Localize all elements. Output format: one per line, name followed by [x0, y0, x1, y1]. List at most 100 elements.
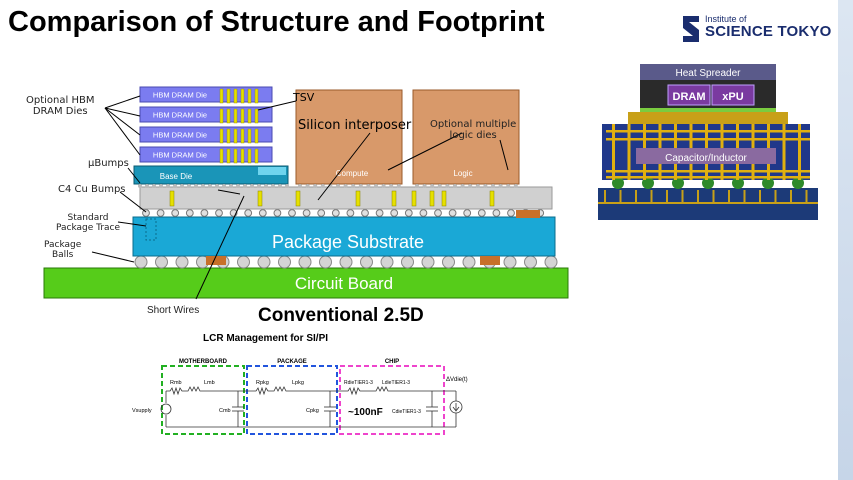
vdie-label: ΔVdie(t) [446, 377, 468, 383]
micro-bump [358, 184, 363, 188]
board-trace [805, 190, 808, 202]
rmb-label: Rmb [170, 380, 182, 386]
micro-bump [422, 184, 427, 188]
ldie-label: LdieTIER1-3 [382, 380, 410, 386]
package-label: PACKAGE [277, 359, 307, 365]
hbm-dram-die-label: HBM DRAM Die [153, 151, 207, 160]
package-ball [503, 255, 517, 269]
hbm-tsv [219, 148, 224, 164]
hbm-tsv [254, 88, 259, 104]
c4-bump [244, 209, 253, 217]
micro-bump [166, 184, 170, 188]
c4-bump [434, 209, 442, 217]
capacitor-inductor-block [636, 148, 776, 164]
package-ball [257, 255, 271, 269]
logic-die-label: Logic [453, 169, 472, 178]
c4-bump [492, 209, 501, 217]
cmb-label: Cmb [219, 408, 231, 414]
base-die-phy [258, 167, 286, 175]
cdie-label: CdieTIER1-3 [392, 409, 421, 415]
slide-edge-bar [838, 0, 853, 480]
logo-line1: Institute of [705, 14, 747, 24]
hbm-dram-die-label: HBM DRAM Die [153, 131, 207, 140]
interposer-tsv [489, 190, 495, 207]
arrow-short-wires-2 [217, 189, 241, 195]
package-ball [401, 255, 414, 269]
ubumps-callout: µBumps [88, 158, 129, 169]
board-trace [759, 190, 761, 202]
interposer-tsv [441, 190, 447, 207]
hbm-tsv [247, 108, 252, 124]
capacitor-inductor-label: Capacitor/Inductor [665, 153, 747, 164]
micro-bump [250, 184, 254, 188]
c4-bump [477, 209, 486, 217]
lcr-title: LCR Management for SI/PI [203, 333, 329, 344]
micro-bump [313, 184, 318, 188]
arrow-logic-1 [387, 132, 463, 171]
package-ball [544, 255, 558, 269]
stacked-package-diagram: Capacitor/Inductor Heat Spreader DRAM xP… [598, 64, 818, 220]
dram-die [667, 84, 711, 106]
chip-label: CHIP [385, 359, 399, 365]
hbm-tsv [254, 108, 259, 124]
arrow-hbm-1 [104, 95, 141, 109]
top-rail [166, 386, 238, 396]
hbm-dram-die [139, 86, 273, 103]
package-ball-right [672, 177, 684, 189]
micro-bump [194, 184, 198, 188]
c4-bump [171, 209, 180, 217]
micro-bump [483, 184, 488, 188]
cpkg-label: Cpkg [306, 408, 319, 414]
hbm-tsv [240, 88, 245, 104]
hbm-tsv [254, 128, 259, 144]
micro-bump [389, 184, 394, 188]
hbm-tsv [233, 108, 238, 124]
vertical-interconnect [798, 124, 801, 180]
logo-mark-icon [683, 16, 699, 42]
arrow-balls [91, 251, 135, 263]
hbm-tsv [233, 88, 238, 104]
short-wires-label: Short Wires [147, 305, 199, 316]
micro-bump [138, 184, 142, 188]
package-ball [175, 255, 189, 269]
vertical-interconnect [612, 124, 615, 180]
package-ball-right [732, 177, 744, 189]
substrate-pad [206, 256, 226, 265]
package-ball [380, 255, 394, 269]
package-ball [134, 255, 148, 269]
package-ball [360, 255, 373, 269]
board-trace [650, 190, 653, 202]
board-trace [728, 190, 730, 202]
interposer-tsv [355, 190, 361, 207]
package-substrate [132, 216, 556, 257]
hbm-tsv [219, 88, 224, 104]
lmb-label: Lmb [204, 380, 215, 386]
c4-bump [200, 209, 209, 217]
micro-bump [264, 184, 268, 188]
vertical-interconnect [782, 124, 786, 180]
micro-bump [180, 184, 184, 188]
package-ball [421, 255, 435, 269]
conventional-caption: Conventional 2.5D [258, 305, 424, 326]
motherboard-box [161, 365, 245, 435]
package-substrate-label: Package Substrate [272, 232, 424, 252]
hbm-tsv [219, 108, 224, 124]
hbm-tsv [254, 148, 259, 164]
micro-bump [285, 184, 289, 188]
arrow-trace [117, 221, 147, 227]
arrow-interposer [317, 132, 371, 201]
substrate-pad [480, 256, 500, 265]
c4-bump [507, 209, 515, 217]
top-rail-chip [330, 386, 456, 396]
chip-substrate [628, 112, 788, 124]
micro-bump [396, 184, 401, 188]
package-ball [319, 255, 332, 269]
interposer-tsv [169, 190, 175, 207]
micro-bump [491, 184, 495, 188]
c4-bump [390, 209, 399, 217]
package-ball-right [762, 177, 774, 189]
horizontal-interconnect [606, 130, 810, 133]
hbm-dram-die-label: HBM DRAM Die [153, 111, 207, 120]
c4-bump [273, 209, 282, 217]
interposer-tsv [411, 190, 417, 207]
